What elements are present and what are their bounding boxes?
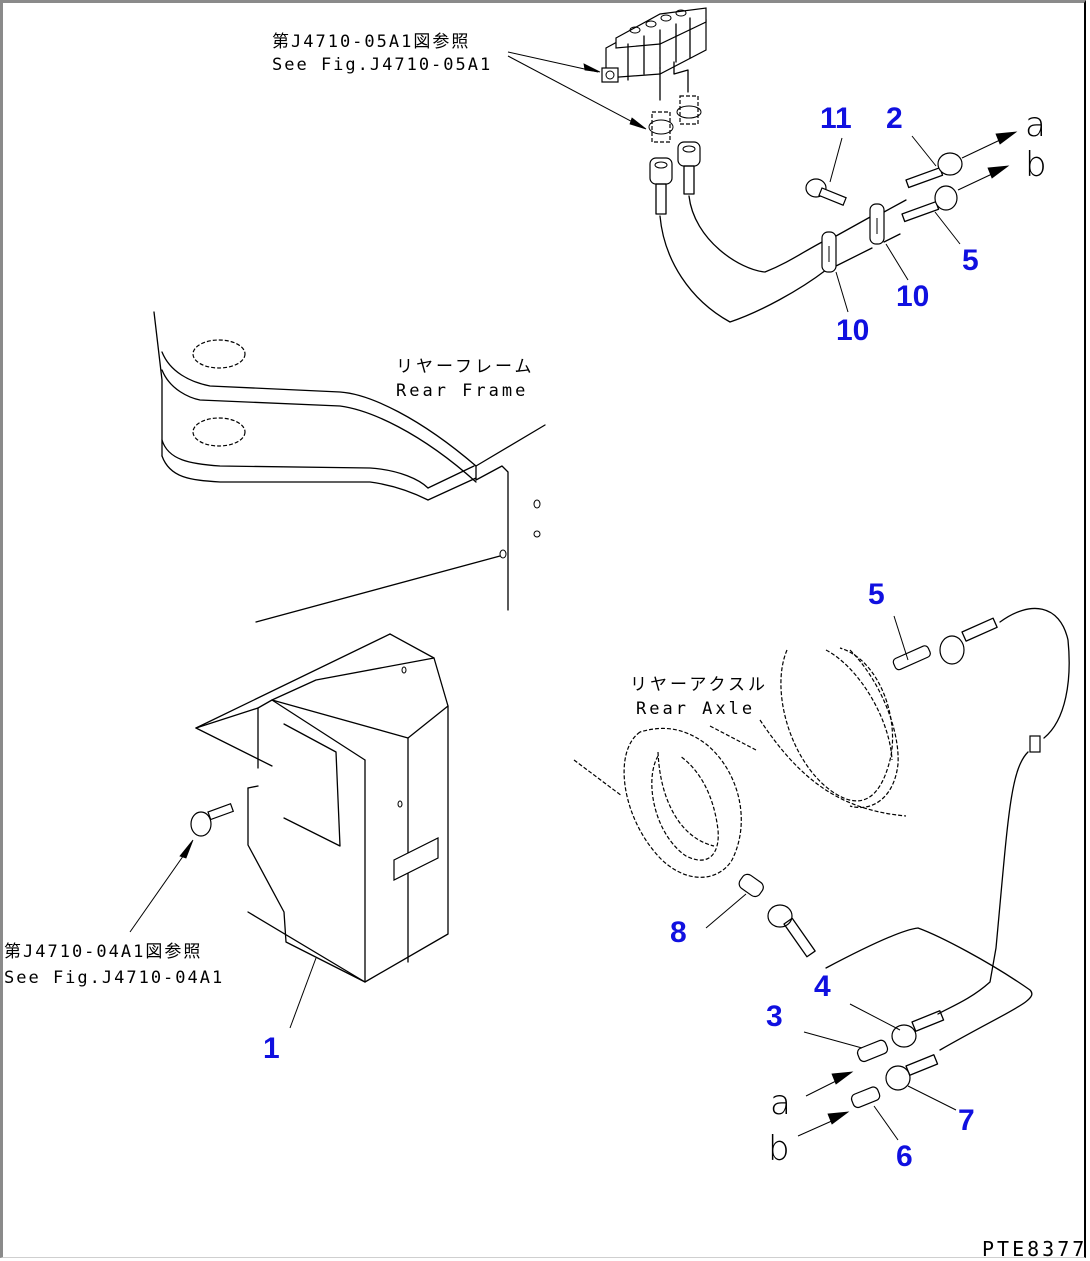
rear-axle [573,647,907,878]
hose-2 [905,131,1018,189]
leader-line [893,615,909,661]
leader-line [803,1031,863,1049]
clamp-10-b [869,203,885,245]
reference-upper-jp: 第J4710-05A1図参照 [272,32,470,52]
arrowhead-icon [629,117,647,130]
arrowhead-icon [831,1071,854,1085]
elbow-5 [892,645,931,671]
hose-line [835,247,873,267]
callout-8: 7 [958,1104,975,1137]
callout-3: 3 [766,1000,783,1033]
callout-2: 2 [886,102,903,135]
elbow-9 [738,873,764,898]
hose-line [835,215,873,237]
location-rear-frame-en: Rear Frame [396,381,528,401]
leader-line [873,1105,899,1141]
leader-line [705,893,747,929]
location-rear-axle-jp: リヤーアクスル [630,675,768,695]
hose-line [659,215,827,323]
hose-line [883,233,901,243]
leader-line [934,211,961,245]
cover-bolt [129,803,235,933]
leader-line [805,1079,839,1097]
reference-lower-jp: 第J4710-04A1図参照 [4,942,202,962]
location-rear-frame-jp: リヤーフレーム [396,357,534,377]
distribution-block [601,7,707,101]
callout-10-b: 10 [896,280,929,313]
adapter-fittings [648,95,702,215]
leader-line [907,1085,957,1111]
arrowhead-icon [583,63,601,73]
reference-lower-en: See Fig.J4710-04A1 [4,968,224,988]
hose-6 [901,165,1010,223]
reference-upper-en: See Fig.J4710-05A1 [272,55,492,75]
callout-10-a: 10 [836,314,869,347]
drawing-code: PTE8377 [982,1237,1087,1261]
leader-line [289,957,317,1029]
hose-4-end [891,1010,945,1048]
elbow-3 [856,1039,889,1063]
leader-line [911,135,937,167]
callout-11: 11 [820,102,852,135]
connector-7 [850,1086,881,1109]
callout-1: 1 [263,1032,280,1065]
hose-line [688,195,827,273]
callout-9: 8 [670,916,687,949]
leader-line [507,51,599,73]
leader-line [885,243,909,281]
connection-letter-a-upper: a [1025,105,1046,145]
arrowhead-icon [827,1111,850,1125]
leader-line [797,1119,835,1137]
connection-letter-b-upper: b [1025,145,1047,185]
location-rear-axle-en: Rear Axle [636,699,755,719]
connection-letter-b-lower: b [768,1129,790,1169]
hose-right-upper [937,607,1070,1015]
leader-line [507,55,645,129]
bolt-11 [805,178,847,206]
rear-frame [153,311,546,623]
leader-line [849,1003,901,1031]
clamp-10-a [821,231,837,273]
hose-4 [767,904,1033,1051]
hose-8 [885,1054,939,1091]
reference-upper: 第J4710-05A1図参照 See Fig.J4710-05A1 [272,32,647,130]
connection-letter-a-lower: a [770,1083,791,1123]
hose-line [883,199,907,213]
callout-6: 5 [962,244,979,277]
leader-line [835,271,849,313]
leader-line [829,137,843,183]
callout-4-upper: 4 [814,970,831,1003]
callout-5: 5 [868,578,885,611]
cover-1 [195,633,449,983]
callout-7: 6 [896,1140,913,1173]
